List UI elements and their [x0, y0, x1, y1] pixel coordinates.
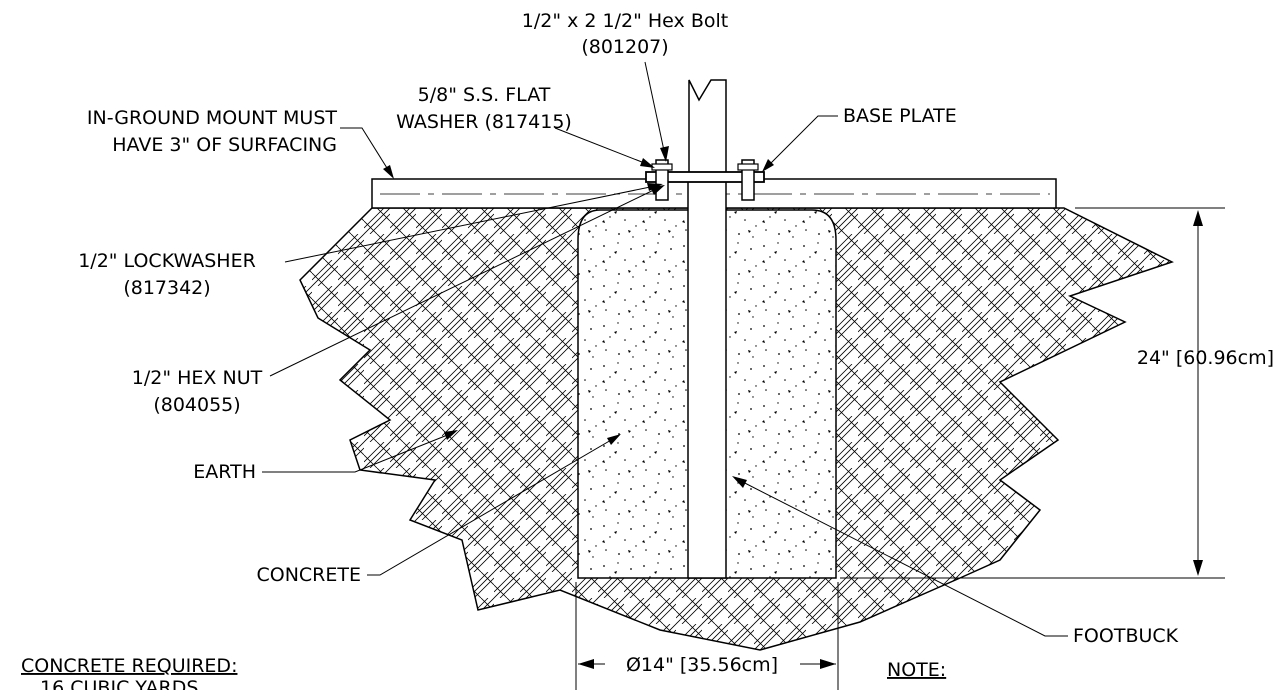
earth-label: EARTH [193, 461, 256, 483]
diameter-dimension: Ø14" [35.56cm] [626, 654, 778, 676]
flat-washer-label: 5/8" S.S. FLAT [418, 84, 551, 106]
hex-bolt-part-number: (801207) [581, 36, 668, 58]
footbuck-post [687, 173, 727, 579]
lockwasher-part-number: (817342) [123, 277, 210, 299]
flat-washer-part-number: WASHER (817415) [396, 111, 572, 133]
in-ground-surfacing-label: HAVE 3" OF SURFACING [112, 134, 337, 156]
hex-bolt-label: 1/2" x 2 1/2" Hex Bolt [522, 10, 728, 32]
hex-nut-part-number: (804055) [153, 394, 240, 416]
depth-dimension: 24" [60.96cm] [1137, 347, 1274, 369]
base-plate-label: BASE PLATE [843, 105, 957, 127]
footbuck-label: FOOTBUCK [1073, 625, 1179, 647]
hex-nut-label: 1/2" HEX NUT [132, 367, 263, 389]
post-upper [688, 79, 727, 172]
in-ground-mount-label: IN-GROUND MOUNT MUST [87, 107, 338, 129]
base-plate [645, 171, 765, 183]
note-heading: NOTE: [887, 659, 946, 681]
concrete-required-heading: CONCRETE REQUIRED: [21, 655, 237, 677]
concrete-label: CONCRETE [256, 564, 361, 586]
concrete-amount: .16 CUBIC YARDS [34, 677, 198, 690]
lockwasher-label: 1/2" LOCKWASHER [78, 250, 256, 272]
